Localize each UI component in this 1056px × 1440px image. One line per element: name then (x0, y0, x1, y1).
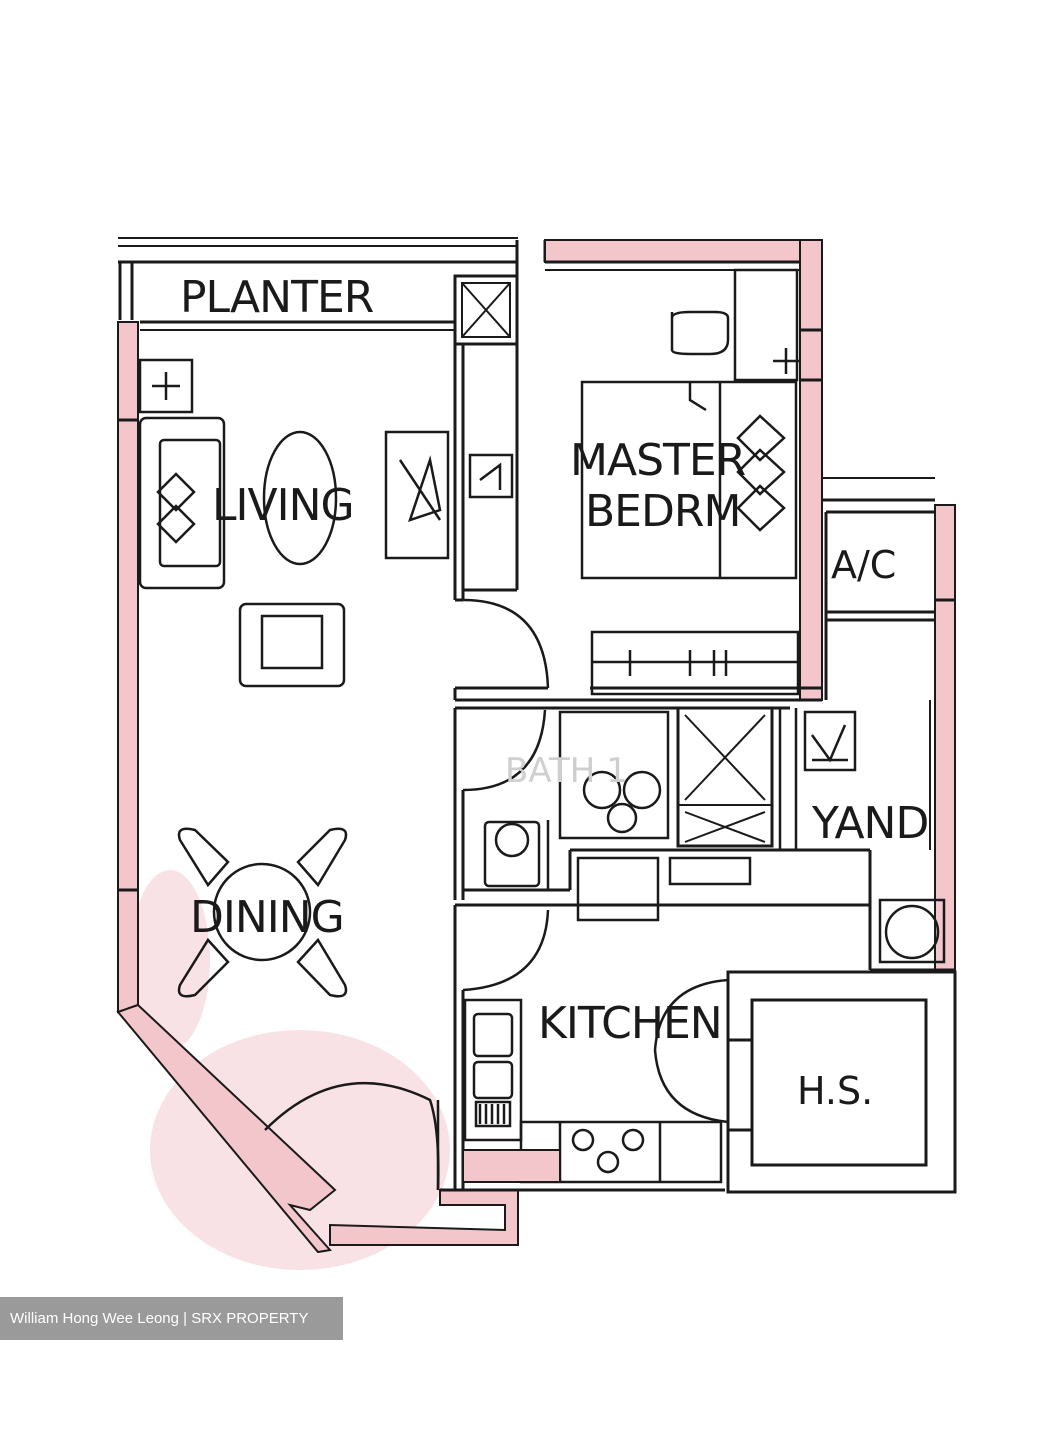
left-wall (117, 321, 139, 1014)
photo-credit: William Hong Wee Leong | SRX PROPERTY (0, 1297, 343, 1340)
master-bedroom (453, 239, 823, 702)
bathroom (453, 706, 870, 900)
ac-ledge (822, 477, 956, 971)
kitchen (440, 856, 870, 1192)
master-bedroom-label-line1: MASTER (570, 435, 746, 486)
living-furniture (138, 358, 450, 688)
central-partition (453, 240, 547, 602)
dining-set (177, 827, 348, 998)
kitchen-label: KITCHEN (538, 998, 722, 1049)
household-shelter (726, 970, 957, 1194)
living-label: LIVING (212, 480, 354, 531)
diagonal-wall (116, 1003, 337, 1254)
yard-label: YAND (811, 798, 928, 849)
master-bedroom-label-line2: BEDRM (585, 486, 740, 537)
ac-label: A/C (831, 543, 896, 587)
dining-shading (130, 870, 210, 1050)
bath-label: BATH 1 (505, 751, 628, 791)
hs-label: H.S. (797, 1069, 873, 1113)
planter-label: PLANTER (180, 272, 374, 323)
main-door (264, 1081, 440, 1191)
planter-area (118, 237, 518, 331)
yard (803, 700, 955, 972)
dining-label: DINING (190, 892, 344, 943)
